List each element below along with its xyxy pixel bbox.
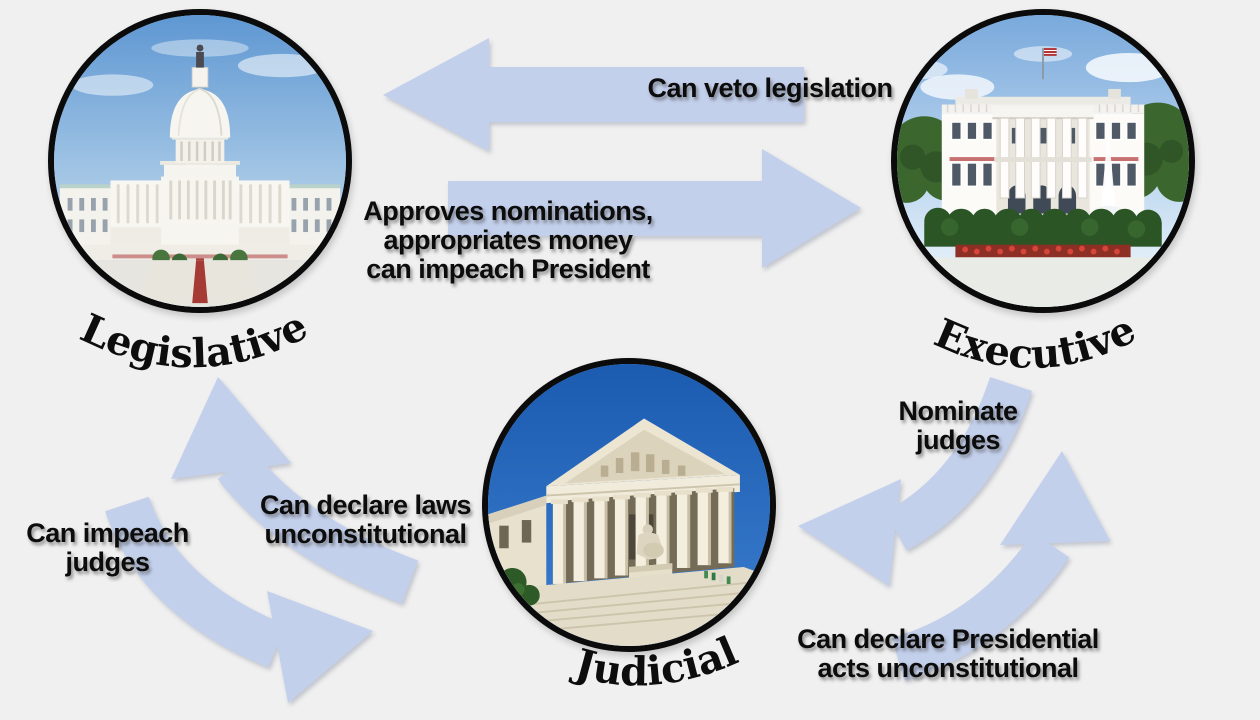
caption-line: can impeach President xyxy=(366,253,650,284)
caption-nominate-judges: Nominate judges xyxy=(878,397,1038,455)
arrow-approves-nominations xyxy=(448,149,861,268)
arrow-declare-acts xyxy=(891,451,1110,681)
caption-line: Can impeach xyxy=(26,518,189,548)
caption-line: Can veto legislation xyxy=(647,73,893,103)
branch-title-executive: Executive xyxy=(928,306,1143,379)
supreme-court-photo xyxy=(488,364,770,646)
judicial-branch-circle xyxy=(482,358,776,652)
arrow-impeach-judges xyxy=(105,496,373,703)
caption-line: appropriates money xyxy=(383,224,633,255)
branch-title-legislative: Legislative xyxy=(74,302,315,377)
us-capitol-photo xyxy=(54,15,346,307)
caption-line: Can declare laws xyxy=(259,490,472,520)
caption-line: Approves nominations, xyxy=(363,196,653,226)
caption-line: judges xyxy=(915,424,1001,455)
arrow-declare-laws xyxy=(171,377,419,604)
executive-branch-circle xyxy=(891,9,1195,313)
caption-line: judges xyxy=(65,546,150,577)
white-house-photo xyxy=(897,15,1189,307)
caption-can-impeach-judges: Can impeach judges xyxy=(15,519,200,577)
caption-line: unconstitutional xyxy=(264,518,467,549)
caption-line: acts unconstitutional xyxy=(817,652,1079,683)
caption-can-veto-legislation: Can veto legislation xyxy=(645,74,895,103)
caption-declare-acts-unconstitutional: Can declare Presidential acts unconstitu… xyxy=(793,625,1103,683)
arrow-nominate-judges xyxy=(798,376,1032,586)
legislative-branch-circle xyxy=(48,9,352,313)
arrow-veto-legislation xyxy=(383,38,804,151)
caption-line: Can declare Presidential xyxy=(797,624,1099,654)
caption-line: Nominate xyxy=(898,396,1018,426)
caption-declare-laws-unconstitutional: Can declare laws unconstitutional xyxy=(258,491,473,549)
caption-approves-nominations: Approves nominations, appropriates money… xyxy=(358,197,658,284)
